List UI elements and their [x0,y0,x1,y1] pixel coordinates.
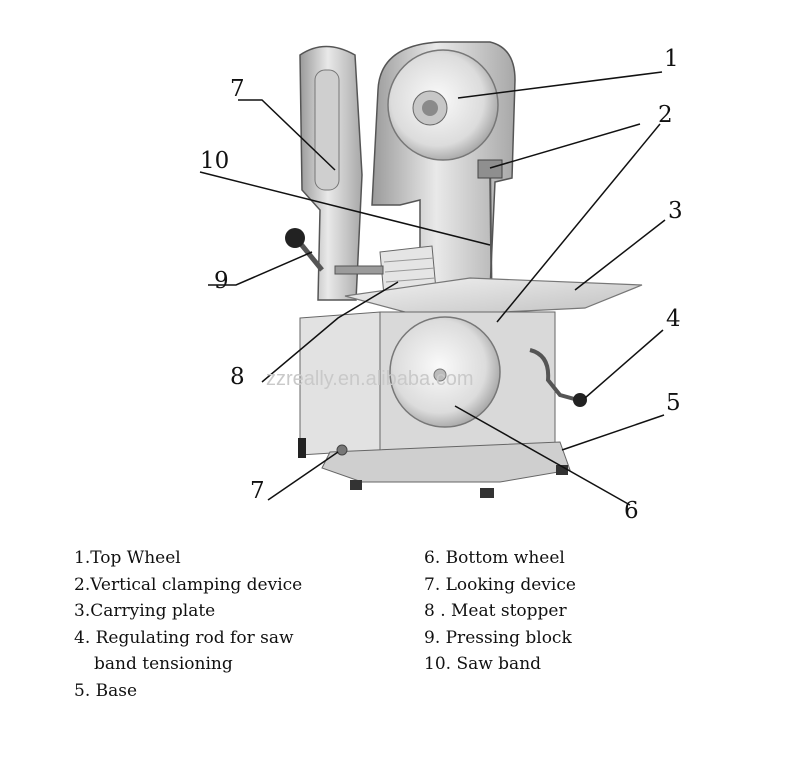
callout-7-top: 7 [230,76,245,102]
callout-2: 2 [658,102,673,128]
base [321,441,571,483]
legend-item-1: 1.Top Wheel [74,548,181,568]
callout-6: 6 [624,498,639,524]
legend-item-9: 9. Pressing block [424,627,572,648]
legend-item-4: 4. Regulating rod for saw [74,627,294,648]
callout-1: 1 [664,46,679,72]
legend-item-2: 2.Vertical clamping device [74,574,303,595]
pressing-block-knob [285,228,305,248]
legend-item-3: 3.Carrying plate [74,601,216,621]
legend-left-column: 1.Top Wheel 2.Vertical clamping device 3… [74,545,302,704]
watermark: zzreally.en.alibaba.com [266,368,474,390]
callout-8: 8 [230,364,245,390]
vertical-clamping-device [477,159,503,179]
band-saw-diagram: 1 2 3 4 5 6 7 7 8 9 10 zzreally.en.aliba… [199,41,683,524]
legend-item-6: 6. Bottom wheel [424,548,565,568]
legend-item-10: 10. Saw band [424,654,542,674]
callout-numbers: 1 2 3 4 5 6 7 7 8 9 10 [200,46,683,524]
band-saw-machine [285,41,643,498]
callout-9: 9 [214,268,229,294]
legend-item-4-cont: band tensioning [94,654,233,674]
callout-3: 3 [668,198,683,224]
regulating-rod [529,348,579,402]
legend-item-5: 5. Base [74,680,138,701]
callout-7-bottom: 7 [250,478,265,504]
guide-arm-slot [314,69,340,191]
callout-5: 5 [666,390,681,416]
legend-item-8: 8 . Meat stopper [424,601,567,621]
locking-device [336,444,348,456]
legend-item-7: 7. Looking device [424,574,576,595]
callout-4: 4 [666,306,681,332]
callout-leaders [199,71,666,506]
callout-10: 10 [200,148,229,174]
regulating-rod-knob [573,393,587,407]
legend-right-column: 6. Bottom wheel 7. Looking device 8 . Me… [424,545,576,678]
